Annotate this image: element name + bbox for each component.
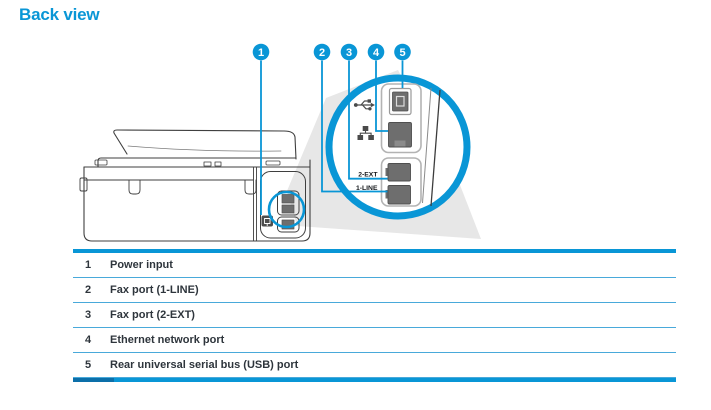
table-bottom-border — [73, 378, 676, 382]
callout-number: 5 — [85, 359, 92, 371]
printer-adf-tray — [113, 129, 297, 160]
printer-adf-fold-line — [127, 145, 282, 152]
printer-lid-hinge — [94, 159, 108, 166]
callout-description: Fax port (2-EXT) — [110, 309, 195, 321]
callout-number: 3 — [85, 309, 92, 321]
magnified-edge-line — [422, 87, 432, 204]
table-row: 3 Fax port (2-EXT) — [73, 303, 676, 328]
printer-back-illustration — [79, 129, 311, 242]
printer-lid-hinge — [265, 160, 281, 166]
callout-marker-4: 4 — [367, 43, 385, 61]
usb-icon — [353, 99, 375, 111]
svg-text:3: 3 — [346, 47, 352, 59]
back-view-diagram: 2-EXT 1-LINE 1 2 — [0, 30, 711, 248]
callout-leader-lines — [260, 60, 404, 215]
callout-line-2 — [321, 60, 388, 193]
printer-lid — [97, 157, 297, 168]
port-label-1line: 1-LINE — [356, 185, 378, 192]
printer-left-notch — [79, 177, 88, 192]
page-title: Back view — [19, 5, 100, 24]
printer-panel-divider — [253, 166, 257, 242]
printer-seam-slot — [128, 179, 141, 195]
callout-marker-1: 1 — [252, 43, 270, 61]
magnified-ports-panel: 2-EXT 1-LINE — [353, 83, 441, 207]
table-row: 4 Ethernet network port — [73, 328, 676, 353]
table-row: 5 Rear universal serial bus (USB) port — [73, 353, 676, 378]
fax-port-2ext — [385, 163, 411, 182]
port-label-2ext: 2-EXT — [358, 172, 378, 179]
callout-marker-2: 2 — [313, 43, 331, 61]
printer-lid-mark — [203, 161, 212, 167]
magnified-edge-line — [430, 89, 441, 207]
callout-marker-3: 3 — [340, 43, 358, 61]
printer-seam-slot — [244, 179, 257, 195]
callout-number: 4 — [85, 334, 92, 346]
usb-port — [388, 87, 412, 116]
table-row: 2 Fax port (1-LINE) — [73, 278, 676, 303]
callout-description: Ethernet network port — [110, 334, 225, 346]
printer-port — [281, 194, 295, 204]
callout-line-3 — [348, 60, 388, 180]
table-row: 1 Power input — [73, 253, 676, 278]
svg-text:2: 2 — [319, 47, 325, 59]
callout-description: Fax port (1-LINE) — [110, 284, 199, 296]
table-top-border — [73, 249, 676, 253]
callout-number: 2 — [85, 284, 92, 296]
back-view-illustration: 2-EXT 1-LINE 1 2 — [79, 43, 481, 242]
svg-text:4: 4 — [373, 47, 380, 59]
callout-markers: 1 2 3 4 5 — [252, 43, 411, 61]
svg-text:1: 1 — [258, 47, 264, 59]
table-bottom-border-dark-segment — [73, 378, 114, 382]
ports-highlight-circle — [267, 190, 306, 229]
fax-port-1line — [385, 185, 411, 205]
svg-text:5: 5 — [399, 47, 405, 59]
callout-line-4 — [375, 60, 388, 132]
printer-body-outline — [83, 159, 311, 242]
callout-number: 1 — [85, 259, 92, 271]
ethernet-port — [388, 122, 412, 148]
callout-marker-5: 5 — [394, 43, 411, 61]
callout-legend-table: 1 Power input 2 Fax port (1-LINE) 3 Fax … — [73, 249, 676, 382]
callout-description: Rear universal serial bus (USB) port — [110, 359, 299, 371]
ethernet-network-icon — [357, 126, 374, 140]
callout-description: Power input — [110, 259, 173, 271]
printer-lid-mark — [214, 161, 222, 167]
printer-port — [281, 204, 295, 214]
